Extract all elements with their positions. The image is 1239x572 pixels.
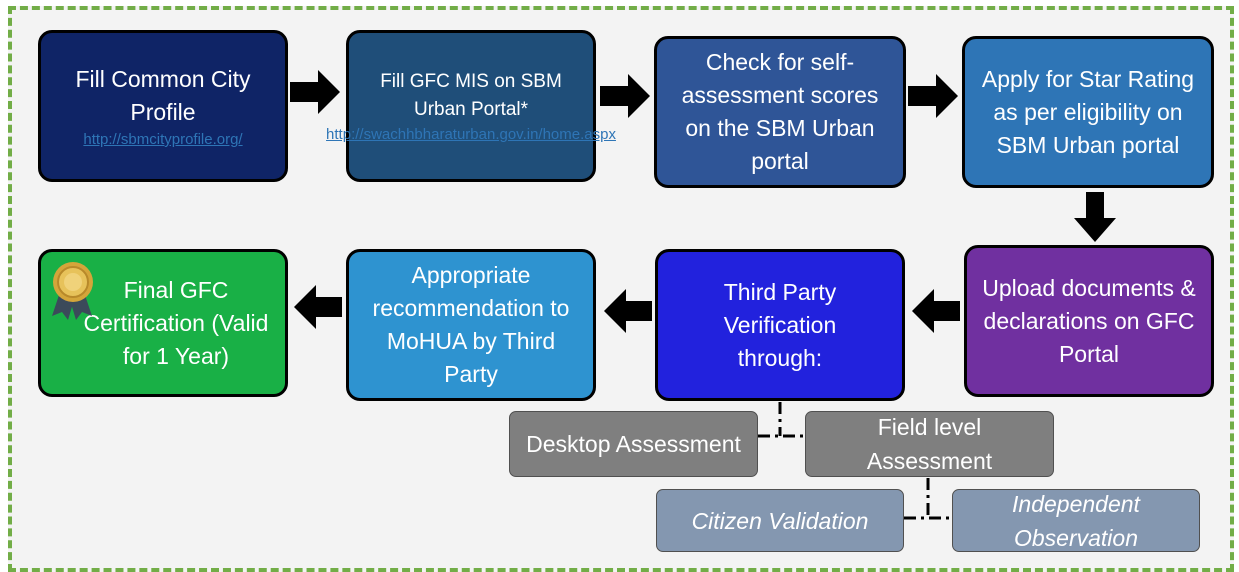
city-profile-link[interactable]: http://sbmcityprofile.org/ xyxy=(83,131,243,148)
field-assessment-label: Field level Assessment xyxy=(866,414,993,474)
step-6-title: Third Party Verification through: xyxy=(723,278,837,371)
step-4-title: Apply for Star Rating as per eligibility… xyxy=(981,65,1195,158)
field-assessment-box: Field level Assessment xyxy=(805,411,1054,477)
award-medal-icon xyxy=(52,262,93,320)
citizen-validation-box: Citizen Validation xyxy=(656,489,904,552)
arrow-right-1-icon xyxy=(290,70,340,114)
sbm-portal-link[interactable]: http://swachhbharaturban.gov.in/home.asp… xyxy=(326,126,616,143)
step-3-title: Check for self-assessment scores on the … xyxy=(681,49,879,174)
arrow-left-1-icon xyxy=(912,289,960,333)
step-1-title: Fill Common City Profile xyxy=(75,66,251,125)
arrow-left-2-icon xyxy=(604,289,652,333)
citizen-validation-label: Citizen Validation xyxy=(691,507,869,534)
step-apply-star-rating: Apply for Star Rating as per eligibility… xyxy=(962,36,1214,188)
step-2-title: Fill GFC MIS on SBM Urban Portal* xyxy=(380,71,562,120)
step-7-title: Appropriate recommendation to MoHUA by T… xyxy=(372,262,570,387)
step-recommendation: Appropriate recommendation to MoHUA by T… xyxy=(346,249,596,401)
step-fill-gfc-mis: Fill GFC MIS on SBM Urban Portal* http:/… xyxy=(326,30,616,182)
step-upload-documents: Upload documents & declarations on GFC P… xyxy=(964,245,1214,397)
step-fill-city-profile: Fill Common City Profile http://sbmcityp… xyxy=(38,30,288,182)
desktop-assessment-box: Desktop Assessment xyxy=(509,411,758,477)
independent-observation-box: Independent Observation xyxy=(952,489,1200,552)
step-check-self-assessment: Check for self-assessment scores on the … xyxy=(654,36,906,188)
arrow-left-3-icon xyxy=(294,285,342,329)
step-third-party-verification: Third Party Verification through: xyxy=(655,249,905,401)
independent-observation-label: Independent Observation xyxy=(1012,490,1140,551)
arrow-right-3-icon xyxy=(908,74,958,118)
arrow-right-2-icon xyxy=(600,74,650,118)
step-8-title: Final GFC Certification (Valid for 1 Yea… xyxy=(83,276,269,369)
desktop-assessment-label: Desktop Assessment xyxy=(526,431,741,457)
arrow-down-icon xyxy=(1074,192,1116,242)
step-5-title: Upload documents & declarations on GFC P… xyxy=(982,274,1196,367)
